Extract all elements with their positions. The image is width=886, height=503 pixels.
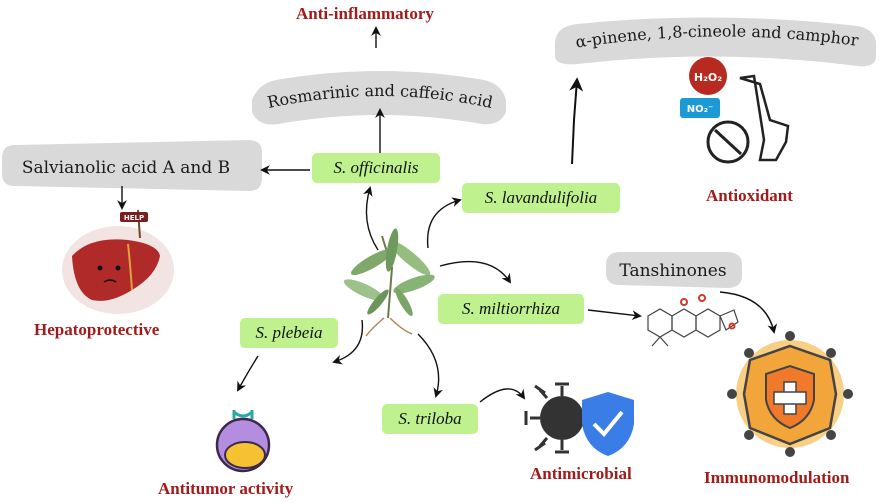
help-sign-label: HELP [124,214,144,222]
connector-arrows [117,26,778,403]
effect-immunomodulation: Immunomodulation [704,468,850,487]
liver-icon: HELP [62,209,174,314]
tanshinone-structure-icon [647,294,739,347]
effect-antioxidant: Antioxidant [706,186,793,205]
species-officinalis: S. officinalis [312,153,440,183]
effect-antitumor: Antitumor activity [158,479,294,498]
h2o2-label: H₂O₂ [694,71,722,84]
arrow-to-tanshinone-structure [587,309,642,320]
pinene-banner: α-pinene, 1,8-cineole and camphor [555,17,876,67]
arrow-to-antitumor [237,355,259,392]
effect-hepatoprotective: Hepatoprotective [34,320,160,339]
arrow-to-antimicrobial [479,388,526,403]
tanshinones-banner: Tanshinones [606,252,742,288]
arrow-to-pinene [569,77,584,165]
sage-sprig-icon [343,228,435,337]
salvianolic-label: Salvianolic acid A and B [22,158,230,178]
species-miltiorrhiza: S. miltiorrhiza [438,294,584,324]
arrow-to-lavandulifolia [426,197,462,249]
antioxidant-icon: H₂O₂ NO₂⁻ [680,57,790,164]
arrow-to-plebeia [332,319,364,365]
antimicrobial-icon [524,382,634,456]
effect-antimicrobial: Antimicrobial [530,464,632,483]
arrow-to-immunomodulation [719,291,778,334]
salvianolic-banner: Salvianolic acid A and B [2,140,262,191]
rosmarinic-banner: Rosmarinic and caffeic acid [252,71,506,125]
tumor-cell-icon [215,410,271,473]
species-lavandulifolia: S. lavandulifolia [462,183,620,213]
tanshinones-label: Tanshinones [619,261,726,281]
immunomodulation-icon [727,331,853,457]
arrow-to-miltiorrhiza [439,260,512,284]
species-triloba: S. triloba [382,404,478,434]
species-plebeia: S. plebeia [240,318,338,348]
arrow-to-triloba [417,333,443,398]
effect-anti-inflammatory: Anti-inflammatory [296,4,434,23]
no2-label: NO₂⁻ [687,104,714,115]
arrow-to-officinalis [363,186,379,251]
